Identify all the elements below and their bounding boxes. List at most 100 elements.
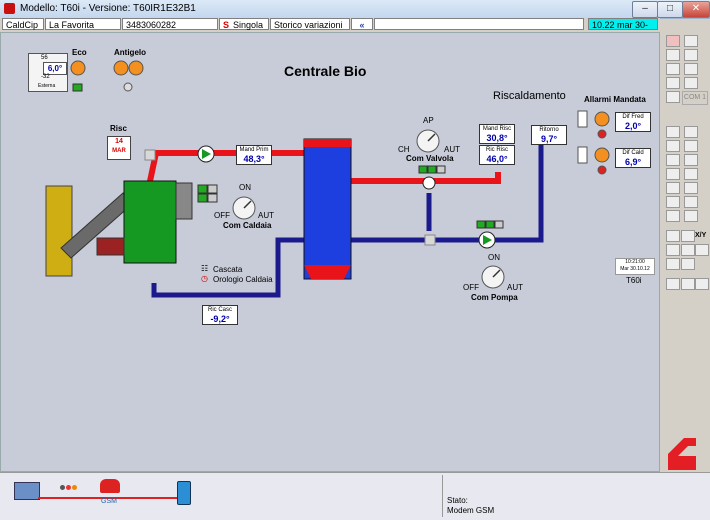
expand-button[interactable]: « <box>351 18 373 30</box>
alarm-tool-icon[interactable] <box>666 244 680 256</box>
history-button[interactable]: Storico variazioni <box>270 18 350 30</box>
led-caldaia-4 <box>207 193 218 203</box>
cascata-label[interactable]: Cascata <box>213 265 243 274</box>
mand-risc-value: 30,8° <box>486 133 508 143</box>
ric-casc-value: -9,2° <box>210 314 230 324</box>
led-valve-1 <box>418 165 428 174</box>
pompa-off: OFF <box>463 283 479 292</box>
risc-heading: Riscaldamento <box>493 90 566 102</box>
lamp-tool-icon[interactable] <box>684 210 698 222</box>
io-icon[interactable] <box>666 49 680 61</box>
signal-icon[interactable] <box>666 91 680 103</box>
panel-tool-icon[interactable] <box>684 168 698 180</box>
probe-tool-icon[interactable] <box>666 154 680 166</box>
book-icon[interactable] <box>684 35 698 47</box>
led-valve-3 <box>436 165 446 174</box>
window-tool-icon[interactable] <box>666 258 680 270</box>
brand-logo <box>668 438 696 470</box>
tools-icon[interactable] <box>684 77 698 89</box>
phone-field: 3483060282 <box>122 18 218 30</box>
calendar-month: MAR <box>112 148 126 154</box>
document-icon[interactable] <box>684 63 698 75</box>
flame-tool-icon[interactable] <box>684 154 698 166</box>
antigelo-led <box>123 82 133 92</box>
xy-button[interactable]: X/Y <box>695 232 707 239</box>
caldaia-aut: AUT <box>258 211 274 220</box>
dif-fred-title: Dif Fred <box>622 114 644 120</box>
minimize-button[interactable]: – <box>632 1 658 18</box>
chart-icon[interactable] <box>666 63 680 75</box>
wave-icon[interactable] <box>666 77 680 89</box>
alarm-fred-knob[interactable] <box>594 111 610 127</box>
modem-icon <box>60 482 82 494</box>
mode-label: Singola <box>233 20 264 30</box>
alarm-fred-sensor <box>577 110 588 128</box>
com-valvola-label: Com Valvola <box>406 154 454 163</box>
monitor-tool-icon[interactable] <box>681 258 695 270</box>
calendar-icon[interactable]: 14 MAR <box>107 136 131 160</box>
boiler-side <box>175 182 193 220</box>
ric-risc-title: Ric Risc <box>486 147 508 153</box>
valvola-ch: CH <box>398 145 410 154</box>
maximize-button[interactable]: □ <box>657 1 683 18</box>
antigelo-knob-2[interactable] <box>128 60 144 76</box>
globe-tool-icon[interactable] <box>666 278 680 290</box>
boiler-tool-icon[interactable] <box>666 182 680 194</box>
bar-tool-icon[interactable] <box>666 210 680 222</box>
close-button[interactable]: ✕ <box>682 1 710 18</box>
alarm-cald-led <box>597 165 607 175</box>
phone-icon[interactable] <box>666 35 680 47</box>
tank-tool-icon[interactable] <box>684 182 698 194</box>
ric-casc-display[interactable]: Ric Casc-9,2° <box>202 305 238 325</box>
copy-tool-icon[interactable] <box>666 196 680 208</box>
com-port[interactable]: COM 1 <box>682 91 708 105</box>
antigelo-knob-1[interactable] <box>113 60 129 76</box>
mixing-valve[interactable] <box>422 176 436 190</box>
cold-pipe-boiler <box>151 237 304 298</box>
led-pump-3 <box>494 220 504 229</box>
table-tool-icon[interactable] <box>684 140 698 152</box>
lock-tool-icon[interactable] <box>684 196 698 208</box>
user-tool-icon[interactable] <box>695 244 709 256</box>
pipe-joint <box>424 234 436 246</box>
calendar-day: 14 <box>115 138 123 145</box>
hot-pipe-risc <box>351 172 501 184</box>
eco-knob[interactable] <box>70 60 86 76</box>
calc-tool-icon[interactable] <box>681 230 695 242</box>
window-title: Modello: T60i - Versione: T60IR1E32B1 <box>20 3 196 14</box>
cascata-icon: ☷ <box>201 264 209 273</box>
save-tool-icon[interactable] <box>695 278 709 290</box>
caldaia-on: ON <box>239 183 251 192</box>
pompa-on: ON <box>488 253 500 262</box>
ritorno-value: 9,7° <box>540 134 558 144</box>
orologio-label[interactable]: Orologio Caldaia <box>213 275 273 284</box>
app-icon <box>4 3 15 14</box>
external-thermometer[interactable]: 56 6,0° -32 Esterna <box>28 53 68 92</box>
trend-tool-icon[interactable] <box>666 230 680 242</box>
palette-icon[interactable] <box>684 49 698 61</box>
plant-title: Centrale Bio <box>284 63 367 79</box>
eco-led <box>72 83 83 92</box>
list-tool-icon[interactable] <box>681 278 695 290</box>
thermometer-tool-icon[interactable] <box>666 140 680 152</box>
device-clock-date: Mar 30.10.12 <box>620 266 650 272</box>
site-field: La Favorita <box>45 18 121 30</box>
pipe-joint <box>144 149 156 161</box>
dif-cald-value: 6,9° <box>624 157 642 167</box>
thermo-max: 56 <box>41 55 48 61</box>
calendar-tool-icon[interactable] <box>684 126 698 138</box>
timer-tool-icon[interactable] <box>681 244 695 256</box>
clock-tool-icon[interactable] <box>666 126 680 138</box>
grid-tool-icon[interactable] <box>666 168 680 180</box>
alarm-cald-knob[interactable] <box>594 147 610 163</box>
ritorno-title: Ritorno <box>539 127 559 133</box>
buffer-tank <box>303 138 352 280</box>
led-pump-1 <box>476 220 486 229</box>
